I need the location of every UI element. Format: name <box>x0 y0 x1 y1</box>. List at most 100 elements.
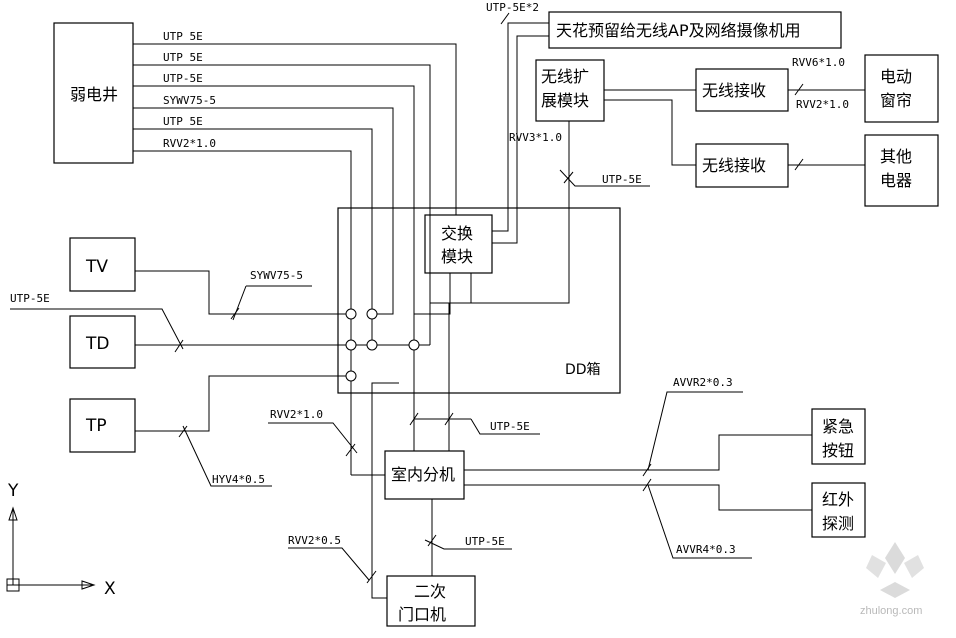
switch-module-box <box>424 214 493 274</box>
emergency-button-label-1: 紧急 <box>822 417 854 436</box>
tick-indoor-utp-2 <box>444 412 454 426</box>
dd-box <box>337 207 621 394</box>
cable-label-well-3: UTP-5E <box>163 72 203 85</box>
wire-well-utp-5 <box>133 128 373 314</box>
wire-switch-to-ap-1 <box>492 22 549 232</box>
wire-indoor-to-emergency <box>464 434 812 471</box>
ceiling-ap-box <box>548 11 842 49</box>
cable-label-utp-door: UTP-5E <box>465 535 505 548</box>
td-box <box>69 315 136 369</box>
tv-label: TV <box>85 257 108 277</box>
watermark-logo-icon <box>866 542 924 598</box>
junction-node <box>345 370 357 382</box>
cable-label-utp-indoor: UTP-5E <box>490 420 530 433</box>
tv-box <box>69 237 136 292</box>
other-appliance-box <box>864 134 939 207</box>
wire-door-rvv-leader <box>288 547 370 581</box>
tick-indoor-rvv <box>345 443 356 457</box>
tick-ap <box>500 12 510 25</box>
wire-door-utp-leader <box>424 539 512 550</box>
junction-node <box>366 308 378 320</box>
infrared-detector-label-2: 探测 <box>822 514 854 533</box>
emergency-button-label-2: 按钮 <box>822 441 854 460</box>
junction-node <box>345 308 357 320</box>
other-appliance-label-2: 电器 <box>880 171 912 190</box>
wire-dd-to-door <box>371 382 399 599</box>
tick-indoor-utp-1 <box>409 412 419 426</box>
wire-ext-to-dd <box>429 121 570 345</box>
cable-label-well-6: RVV2*1.0 <box>163 137 216 150</box>
cable-label-sywv-tv: SYWV75-5 <box>250 269 303 282</box>
tick-avvr4 <box>642 478 652 492</box>
wire-switch-to-ap-2 <box>492 35 549 244</box>
td-label: TD <box>85 334 109 354</box>
tp-box <box>69 398 136 453</box>
ucs-axis-icon <box>6 506 96 592</box>
tick-door-utp <box>427 534 437 547</box>
cable-label-well-4: SYWV75-5 <box>163 94 216 107</box>
wire-switch-to-indoor-2 <box>448 273 472 451</box>
door-station-box <box>386 575 476 627</box>
junction-node <box>345 339 357 351</box>
wireless-receiver-1-label: 无线接收 <box>702 81 766 100</box>
wire-indoor-to-infrared <box>464 484 812 511</box>
curtain-label-2: 窗帘 <box>880 91 912 110</box>
cable-label-utp-td: UTP-5E <box>10 292 50 305</box>
wire-avvr2-leader <box>647 391 743 471</box>
weak-current-well-box <box>53 22 134 164</box>
wire-well-sywv <box>133 107 394 315</box>
switch-module-label-2: 模块 <box>441 247 473 266</box>
junction-node <box>366 339 378 351</box>
other-appliance-label-1: 其他 <box>880 147 912 166</box>
wire-well-utp-3 <box>133 85 415 345</box>
wire-indoor-utp-label-line <box>470 418 540 435</box>
cable-label-well-1: UTP 5E <box>163 30 203 43</box>
cable-label-utp-dd: UTP-5E <box>602 173 642 186</box>
wire-well-utp-2 <box>133 64 431 345</box>
cable-label-well-2: UTP 5E <box>163 51 203 64</box>
tick-ext <box>563 171 574 184</box>
curtain-box <box>864 54 939 123</box>
wire-indoor-rvv-leader <box>268 422 358 454</box>
tick-door-rvv <box>366 570 377 584</box>
wire-ext-utp-leader <box>559 169 650 187</box>
wire-tp-hyv-leader <box>182 425 272 487</box>
tick-avvr2 <box>642 463 652 477</box>
cable-label-hyv: HYV4*0.5 <box>212 473 265 486</box>
wire-tp <box>135 375 351 432</box>
cable-label-rvv2-curtain: RVV2*1.0 <box>796 98 849 111</box>
curtain-label-1: 电动 <box>880 67 912 86</box>
wire-td-utp-leader <box>10 308 184 350</box>
infrared-detector-label-1: 红外 <box>822 490 854 509</box>
junction-node <box>408 339 420 351</box>
wire-switch-to-indoor-1 <box>413 273 451 451</box>
wireless-extension-label-1: 无线扩 <box>541 67 589 86</box>
wire-tv-sywv-leader <box>232 285 247 321</box>
y-axis-label: Y <box>7 481 19 501</box>
wire-ext-to-rx2 <box>604 99 696 166</box>
wireless-receiver-2-label: 无线接收 <box>702 156 766 175</box>
indoor-unit-label: 室内分机 <box>391 465 455 484</box>
weak-current-well-label: 弱电井 <box>70 85 118 104</box>
ceiling-ap-label: 天花预留给无线AP及网络摄像机用 <box>556 21 801 40</box>
wire-avvr4-leader <box>647 484 752 559</box>
cable-label-avvr2: AVVR2*0.3 <box>673 376 733 389</box>
x-axis-label: X <box>104 579 116 599</box>
wire-well-utp-1 <box>133 43 457 215</box>
switch-module-label-1: 交换 <box>441 224 473 243</box>
emergency-button-box <box>811 408 866 465</box>
cable-label-utp-x2: UTP-5E*2 <box>486 1 539 14</box>
cable-label-rvv6: RVV6*1.0 <box>792 56 845 69</box>
wireless-extension-label-2: 展模块 <box>541 91 589 110</box>
tp-label: TP <box>85 416 107 436</box>
tick-curtain <box>794 83 804 96</box>
door-station-label-2: 门口机 <box>398 605 446 624</box>
cable-label-rvv2-indoor: RVV2*1.0 <box>270 408 323 421</box>
watermark-text: zhulong.com <box>860 605 922 617</box>
door-station-label-1: 二次 <box>414 582 446 601</box>
cable-label-rvv2-door: RVV2*0.5 <box>288 534 341 547</box>
tick-other <box>794 158 804 171</box>
dd-box-label: DD箱 <box>565 362 601 378</box>
tick-td <box>174 339 184 353</box>
